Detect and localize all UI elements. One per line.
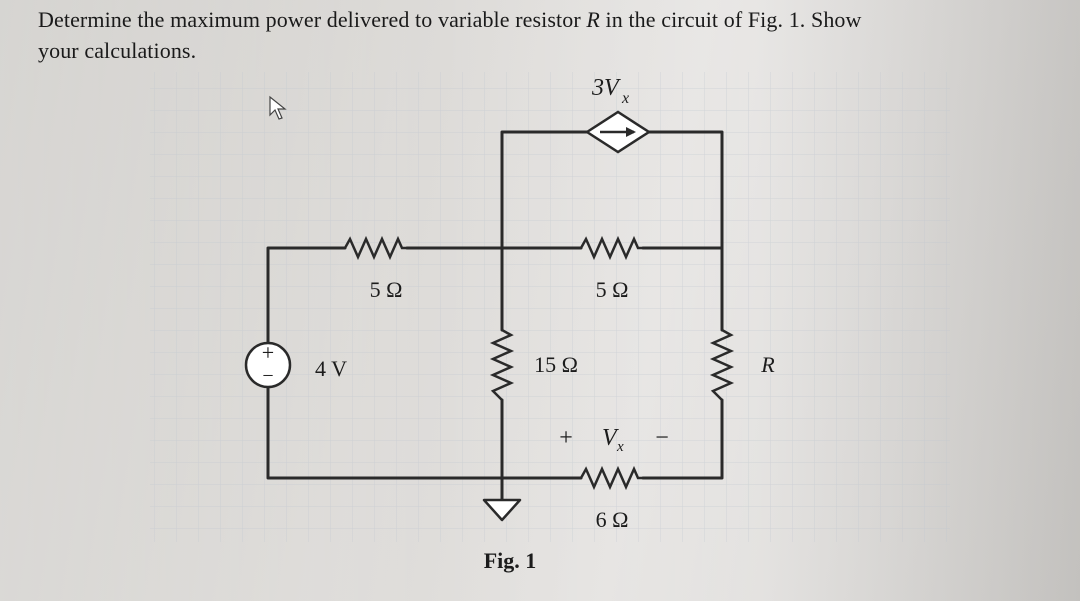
- voltage-source: + −: [244, 340, 292, 389]
- resistor-5ohm-right: [579, 235, 643, 261]
- question-part1: Determine the maximum power delivered to…: [38, 7, 587, 32]
- label-vx: + V x −: [559, 425, 669, 455]
- label-r3: 15 Ω: [534, 352, 578, 377]
- resistor-load-r: [709, 328, 735, 401]
- question-variable: R: [586, 7, 600, 32]
- label-dependent-source: 3V x: [591, 75, 629, 107]
- wire-mid-left: [266, 246, 347, 345]
- source-plus: +: [262, 340, 274, 365]
- vx-symbol: V: [602, 425, 619, 451]
- vx-minus: −: [655, 425, 669, 451]
- figure-caption: Fig. 1: [484, 548, 537, 573]
- vx-plus: +: [559, 425, 573, 451]
- dependent-source-base: 3V: [591, 75, 621, 101]
- cursor-icon: [269, 95, 287, 120]
- ground-icon: [482, 498, 522, 522]
- question-part2: in the circuit of Fig. 1. Show: [599, 7, 862, 32]
- resistor-15ohm: [489, 328, 515, 401]
- grid-background: [150, 72, 950, 542]
- question-line2: your calculations.: [38, 38, 197, 63]
- vx-sub: x: [616, 439, 624, 455]
- wire-source-bottom: [266, 385, 583, 480]
- wire-top-right: [647, 130, 724, 250]
- label-rload: R: [760, 352, 775, 377]
- label-r1: 5 Ω: [370, 277, 403, 302]
- label-source-value: 4 V: [315, 356, 347, 381]
- question-text: Determine the maximum power delivered to…: [38, 4, 1048, 66]
- label-r2: 5 Ω: [596, 277, 629, 302]
- wire-right-bottom: [641, 398, 724, 480]
- dependent-source-sub: x: [621, 90, 629, 107]
- source-minus: −: [262, 365, 273, 387]
- dependent-current-source: [584, 110, 652, 154]
- resistor-6ohm: [579, 465, 643, 491]
- label-r4: 6 Ω: [596, 507, 629, 532]
- resistor-5ohm-left: [343, 235, 407, 261]
- wire-top-left: [500, 130, 589, 250]
